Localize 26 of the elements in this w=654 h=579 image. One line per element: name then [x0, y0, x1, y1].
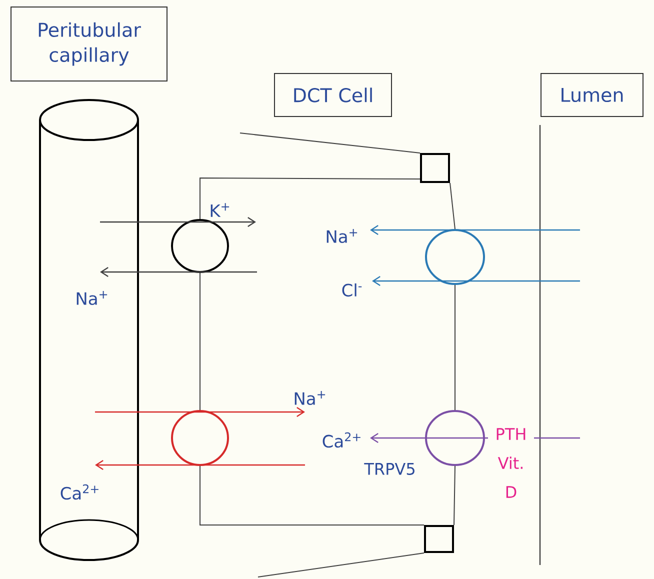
label-box: Lumen [540, 73, 644, 117]
tight-junction-square [424, 525, 454, 553]
ion-label: Ca$^{2+}$ [322, 432, 360, 448]
membrane-line [450, 182, 456, 230]
label-box: DCT Cell [274, 73, 392, 117]
membrane-line [200, 466, 424, 526]
channel-label: TRPV5 [364, 463, 414, 475]
transporter-circle [425, 229, 485, 285]
ion-label: Na$^{+}$ [76, 291, 108, 305]
ion-label: Na$^{+}$ [326, 229, 358, 243]
transporter-circle [425, 410, 485, 466]
ion-label: Na$^{+}$ [294, 391, 326, 405]
ion-label: Cl$^{-}$ [342, 283, 362, 297]
capillary-cylinder [39, 99, 139, 561]
label-box: Peritubular capillary [10, 6, 168, 82]
transporter-circle [171, 410, 229, 466]
hormone-label: PTH Vit. D [488, 427, 534, 499]
transporter-circle [171, 219, 229, 273]
membrane-line [454, 284, 456, 410]
membrane-line [200, 178, 420, 220]
membrane-line [258, 552, 424, 578]
ion-label: K$^{+}$ [210, 203, 230, 217]
ion-label: Ca$^{2+}$ [60, 484, 98, 500]
membrane-line [454, 466, 456, 526]
tight-junction-square [420, 153, 450, 183]
membrane-line [240, 132, 420, 154]
